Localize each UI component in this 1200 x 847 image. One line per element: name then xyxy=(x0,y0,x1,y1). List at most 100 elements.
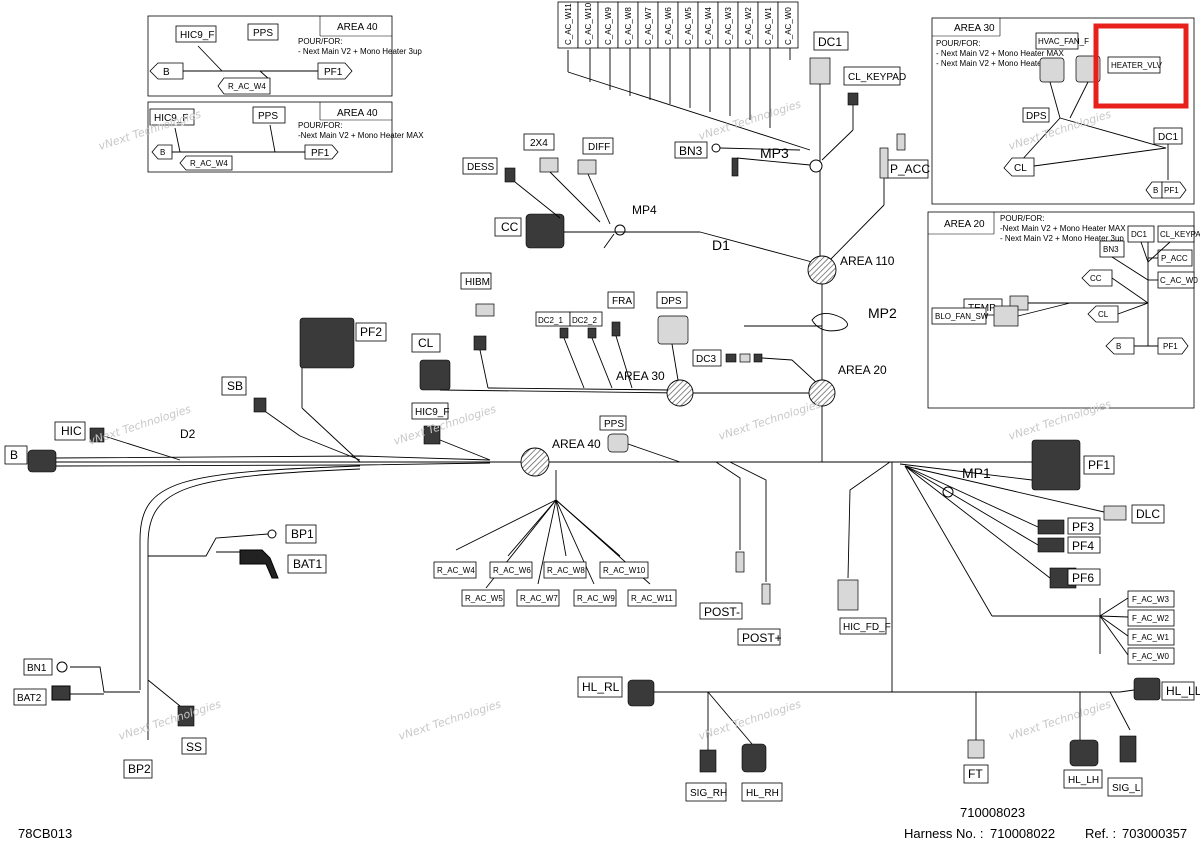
c-ac-connector-label: C_AC_W2 xyxy=(744,7,753,45)
hl-lh-connector[interactable]: HL_LH xyxy=(1063,769,1103,789)
pf3-connector[interactable]: PF3 xyxy=(1037,517,1101,535)
r-ac-w9-connector[interactable]: R_AC_W9 xyxy=(573,589,617,607)
dc1-connector[interactable]: DC1 xyxy=(809,31,849,85)
svg-text:AREA 40: AREA 40 xyxy=(552,437,601,451)
svg-text:PF1: PF1 xyxy=(311,148,330,159)
footer-code: 78CB013 xyxy=(18,826,73,841)
svg-text:BP2: BP2 xyxy=(128,762,151,776)
footer-ref-value: 703000357 xyxy=(1122,826,1188,841)
svg-text:DLC: DLC xyxy=(1136,507,1160,521)
ft-connector[interactable]: FT xyxy=(963,764,989,784)
c-ac-connector-label: C_AC_W5 xyxy=(684,7,693,45)
f-ac-w3-connector[interactable]: F_AC_W3 xyxy=(1127,590,1175,608)
watermark-text: vNext Technologies xyxy=(117,697,223,743)
d2-label: D2 xyxy=(180,427,196,441)
c-ac-connector-label: C_AC_W4 xyxy=(704,7,713,45)
svg-text:POUR/FOR:: POUR/FOR: xyxy=(1000,214,1044,223)
p-acc-connector[interactable]: P_ACC xyxy=(879,133,930,179)
hic-fd-f-connector[interactable]: HIC_FD_F xyxy=(839,617,891,635)
svg-text:PF1: PF1 xyxy=(1088,458,1110,472)
ss-connector[interactable]: SS xyxy=(177,705,207,755)
hibm-connector[interactable]: HIBM xyxy=(460,272,495,351)
f-ac-w0-connector[interactable]: F_AC_W0 xyxy=(1127,647,1175,665)
highlight-box xyxy=(1093,23,1189,109)
c-ac-connector-label: C_AC_W11 xyxy=(564,3,573,45)
hl-rh-connector[interactable]: HL_RH xyxy=(741,782,783,802)
r-ac-w7-connector[interactable]: R_AC_W7 xyxy=(516,589,560,607)
dc2-1-connector[interactable]: DC2_1 xyxy=(535,311,571,339)
mp3-label: MP3 xyxy=(760,145,789,161)
f-ac-w1-connector[interactable]: F_AC_W1 xyxy=(1127,628,1175,646)
r-ac-w8-connector[interactable]: R_AC_W8 xyxy=(543,561,587,579)
svg-text:R_AC_W5: R_AC_W5 xyxy=(465,594,503,603)
svg-text:AREA 30: AREA 30 xyxy=(954,23,995,34)
r-ac-w5-connector[interactable]: R_AC_W5 xyxy=(461,589,505,607)
svg-text:R_AC_W8: R_AC_W8 xyxy=(547,566,585,575)
dc2-2-connector[interactable]: DC2_2 xyxy=(569,311,603,339)
svg-text:FRA: FRA xyxy=(612,296,632,307)
svg-text:-Next Main V2 + Mono Heater MA: -Next Main V2 + Mono Heater MAX xyxy=(1000,224,1126,233)
svg-text:SS: SS xyxy=(186,740,202,754)
svg-text:SB: SB xyxy=(227,379,243,393)
b-connector[interactable]: B xyxy=(4,445,57,473)
r-ac-w10-connector[interactable]: R_AC_W10 xyxy=(599,561,649,579)
2x4-connector[interactable]: 2X4 xyxy=(523,133,559,173)
cl-keypad-connector[interactable]: CL_KEYPAD xyxy=(843,66,906,106)
r-ac-w4-connector[interactable]: R_AC_W4 xyxy=(433,561,477,579)
svg-text:DPS: DPS xyxy=(1026,111,1047,122)
d1-label: D1 xyxy=(712,237,730,253)
bn3-connector[interactable]: BN3 xyxy=(674,141,721,159)
dlc-connector[interactable]: DLC xyxy=(1103,504,1165,524)
svg-text:POST-: POST- xyxy=(704,605,740,619)
fra-connector[interactable]: FRA xyxy=(607,291,635,337)
diff-connector[interactable]: DIFF xyxy=(577,137,614,175)
c-ac-connector-box[interactable] xyxy=(777,1,799,49)
pf2-connector[interactable]: PF2 xyxy=(299,317,387,369)
hic-connector[interactable]: HIC xyxy=(54,421,105,443)
svg-text:HIC9_F: HIC9_F xyxy=(415,407,449,418)
svg-text:B: B xyxy=(160,148,165,157)
sig-rh-connector[interactable]: SIG_RH xyxy=(685,782,727,802)
bat1-connector[interactable]: BAT1 xyxy=(239,549,327,579)
bat2-connector[interactable]: BAT2 xyxy=(13,685,71,706)
svg-text:BAT1: BAT1 xyxy=(293,557,322,571)
inset-area40-a: AREA 40 POUR/FOR: - Next Main V2 + Mono … xyxy=(147,15,422,97)
dps-connector[interactable]: DPS xyxy=(656,291,689,345)
svg-text:PPS: PPS xyxy=(253,28,273,39)
post-plus-connector[interactable]: POST+ xyxy=(737,628,782,646)
r-ac-w6-connector[interactable]: R_AC_W6 xyxy=(489,561,533,579)
svg-text:BN3: BN3 xyxy=(679,144,703,158)
svg-text:HIC: HIC xyxy=(61,424,82,438)
mp4-label: MP4 xyxy=(632,203,657,217)
bp1-connector[interactable]: BP1 xyxy=(267,524,317,544)
sig-l-connector[interactable]: SIG_L xyxy=(1107,777,1143,797)
bp2-connector[interactable]: BP2 xyxy=(123,759,153,779)
svg-text:BN1: BN1 xyxy=(27,663,47,674)
dc3-connector[interactable]: DC3 xyxy=(692,349,763,367)
pf1-connector[interactable]: PF1 xyxy=(1031,439,1115,491)
hic9-f-connector[interactable]: HIC9_F xyxy=(411,402,449,445)
hl-ll-connector[interactable]: HL_LL xyxy=(1133,677,1200,701)
svg-text:POST+: POST+ xyxy=(742,631,782,645)
sb-connector[interactable]: SB xyxy=(221,376,267,413)
svg-text:PF1: PF1 xyxy=(1163,342,1178,351)
svg-text:HL_RL: HL_RL xyxy=(582,680,620,694)
svg-text:PPS: PPS xyxy=(604,419,624,430)
svg-text:R_AC_W11: R_AC_W11 xyxy=(631,594,673,603)
hl-rl-connector[interactable]: HL_RL xyxy=(577,676,655,707)
pps-connector[interactable]: PPS xyxy=(599,415,629,453)
bn1-connector[interactable]: BN1 xyxy=(23,658,68,676)
svg-text:DESS: DESS xyxy=(467,162,495,173)
c-ac-connector-label: C_AC_W1 xyxy=(764,7,773,45)
cc-connector[interactable]: CC xyxy=(494,213,565,249)
pf4-connector[interactable]: PF4 xyxy=(1037,536,1101,554)
cl-connector[interactable]: CL xyxy=(411,333,451,391)
r-ac-w11-connector[interactable]: R_AC_W11 xyxy=(627,589,677,607)
f-ac-w2-connector[interactable]: F_AC_W2 xyxy=(1127,609,1175,627)
svg-text:CL_KEYPAD: CL_KEYPAD xyxy=(848,72,906,83)
post-minus-connector[interactable]: POST- xyxy=(699,602,743,620)
pf6-connector[interactable]: PF6 xyxy=(1049,567,1101,589)
dess-connector[interactable]: DESS xyxy=(462,157,516,183)
svg-text:HVAC_FAN_F: HVAC_FAN_F xyxy=(1038,37,1089,46)
